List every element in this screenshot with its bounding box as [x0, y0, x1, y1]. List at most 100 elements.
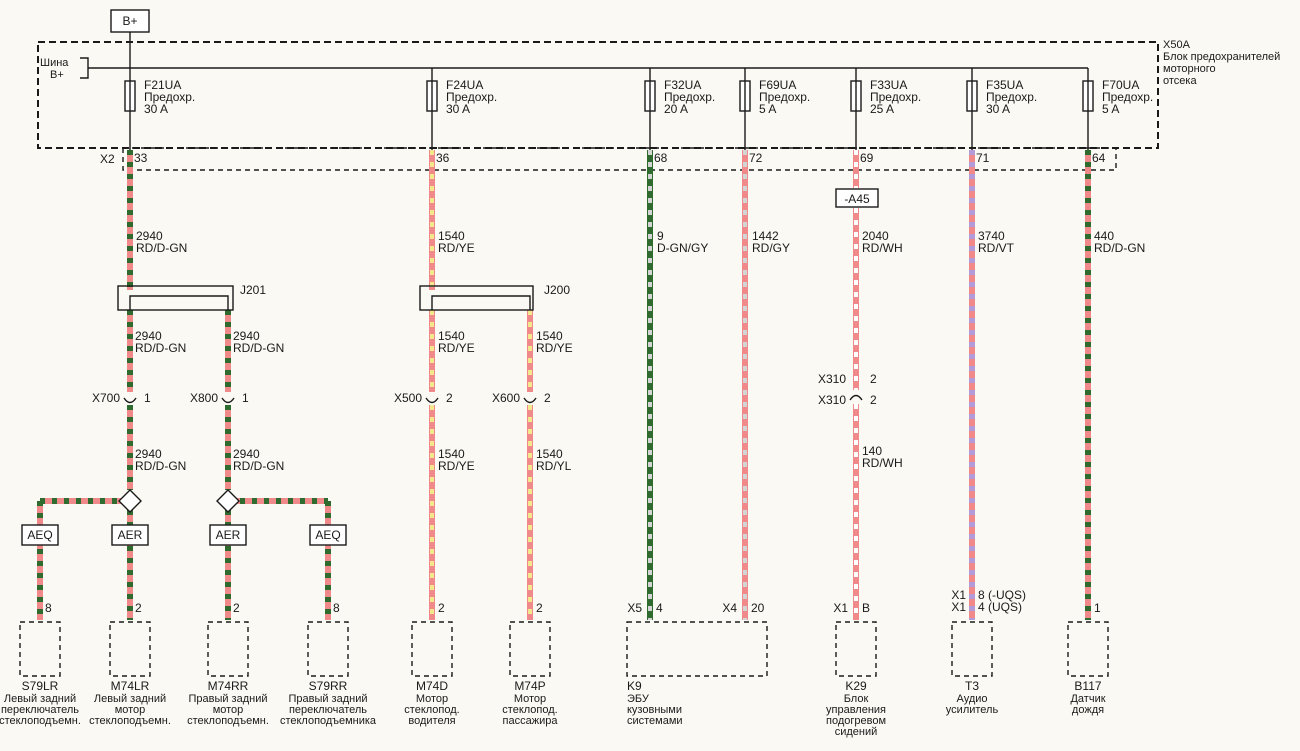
wire-circuit-2-label-color: D-GN/GY [657, 241, 708, 255]
wire-140-label-number: 140 [862, 444, 882, 458]
split-node-left [118, 489, 142, 513]
wire-3740-label-color: RD/VT [978, 241, 1015, 255]
fuse-0-id: F21UA [144, 78, 181, 92]
wires-layer [37, 150, 1091, 620]
bus-label-line-2: B+ [50, 69, 64, 81]
option-1-box [111, 524, 149, 546]
end-1-pin: 2 [135, 601, 142, 615]
fuse-2-type: Предохр. [664, 90, 715, 104]
component-t3-box [951, 621, 993, 677]
connector-x310-id-top: X310 [818, 372, 846, 386]
front-branch-1-upper-label-number: 1540 [536, 329, 563, 343]
front-branch-0-lower-label-color: RD/YE [438, 459, 475, 473]
split-node-right [216, 489, 240, 513]
branch-1-upper-label-number: 2940 [233, 329, 260, 343]
splice-j200 [419, 285, 534, 311]
component-k29-desc-line-4: сидений [835, 726, 878, 738]
component-2-desc-line-3: стеклоподъемн. [187, 715, 269, 727]
component-0-desc-line-3: стеклоподъемн. [0, 715, 81, 727]
k9-pin-3: 20 [751, 601, 765, 615]
component-t3-id: T3 [965, 679, 979, 693]
option-0-box [21, 524, 59, 546]
fuse-2-pin: 68 [654, 151, 668, 165]
component-2-id: M74RR [208, 679, 249, 693]
front-branch-1-lower-label-number: 1540 [536, 447, 563, 461]
wire-2040-label-color: RD/WH [862, 241, 903, 255]
component-2-box [207, 621, 249, 677]
component-b117-desc-line-2: дождя [1072, 704, 1104, 716]
option-1-label: AER [118, 528, 143, 542]
component-0-box [19, 621, 61, 677]
component-1-desc-line-2: мотор [115, 704, 146, 716]
connector-x310-id: X310 [818, 393, 846, 407]
splice-j200-label: J200 [544, 283, 570, 297]
connector-x500-symbol [425, 397, 439, 404]
fuse-block-id: X50A [1163, 39, 1191, 51]
option-0-label: AEQ [27, 528, 52, 542]
fuse-5-amps: 30 A [986, 102, 1010, 116]
component-b117-desc-line-1: Датчик [1070, 693, 1105, 705]
fuse-1-id: F24UA [446, 78, 483, 92]
component-1-desc-line-1: Левый задний [94, 693, 166, 705]
fuse-6-id: F70UA [1102, 78, 1139, 92]
fuse-3-id: F69UA [759, 78, 796, 92]
fuse-6-type: Предохр. [1102, 90, 1153, 104]
fuse-block-name-line-1: Блок предохранителей [1163, 51, 1280, 63]
power-source-label: B+ [122, 14, 137, 28]
component-k9-desc-line-3: системами [627, 715, 683, 727]
fuse-1-pin: 36 [436, 151, 450, 165]
connector-x310-symbol [849, 394, 863, 401]
fuse-4-id: F33UA [870, 78, 907, 92]
k29-pin: B [862, 601, 870, 615]
wire-2040-label-number: 2040 [862, 229, 889, 243]
wire-440-label-number: 440 [1094, 229, 1114, 243]
branch-1-lower-label-number: 2940 [233, 447, 260, 461]
fuse-2-amps: 20 A [664, 102, 688, 116]
front-component-1-box [509, 621, 551, 677]
fuse-5-id: F35UA [986, 78, 1023, 92]
option-3-label: AEQ [315, 528, 340, 542]
component-3-desc-line-1: Правый задний [288, 693, 367, 705]
fuse-block-name-line-3: отсека [1163, 75, 1197, 87]
connector-x800-id: X800 [190, 391, 218, 405]
bus-label-line-1: Шина [40, 57, 69, 69]
t3-connector-2: X1 [951, 600, 966, 614]
component-b117-box [1067, 621, 1109, 677]
wire-1540-main-label-number: 1540 [438, 229, 465, 243]
splice-j201-bar [129, 295, 229, 310]
front-component-0-desc-line-3: водителя [408, 715, 455, 727]
fuse-1-type: Предохр. [446, 90, 497, 104]
component-k9-box [626, 621, 768, 677]
fuse-4-pin: 69 [860, 151, 874, 165]
connector-x700-symbol [123, 397, 137, 404]
fuse-5-type: Предохр. [986, 90, 1037, 104]
front-component-0-box [411, 621, 453, 677]
component-0-id: S79LR [22, 679, 59, 693]
component-1-id: M74LR [111, 679, 150, 693]
front-component-1-id: M74P [514, 679, 545, 693]
end-3-pin: 8 [333, 601, 340, 615]
component-2-desc-line-2: мотор [213, 704, 244, 716]
k9-connector-3: X4 [722, 601, 737, 615]
wire-140-label-color: RD/WH [862, 456, 903, 470]
connector-x500-id: X500 [394, 391, 422, 405]
wire-circuit-3-label-color: RD/GY [752, 241, 790, 255]
connector-x600-id: X600 [492, 391, 520, 405]
end-2-pin: 2 [233, 601, 240, 615]
wire-circuit-2-label-number: 9 [657, 229, 664, 243]
wire-440-label-color: RD/D-GN [1094, 241, 1145, 255]
fuse-4-amps: 25 A [870, 102, 894, 116]
splice-j200-bar [431, 295, 531, 310]
component-3-desc-line-2: переключатель [289, 704, 367, 716]
k9-connector-2: X5 [627, 601, 642, 615]
branch-1-lower-label-color: RD/D-GN [233, 459, 284, 473]
front-component-1-desc-line-1: Мотор [514, 693, 546, 705]
front-component-0-desc-line-1: Мотор [416, 693, 448, 705]
t3-pin-2: 4 (UQS) [978, 600, 1022, 614]
option-a45-label: -A45 [844, 192, 870, 206]
fuse-0-pin: 33 [134, 151, 148, 165]
branch-0-upper-label-color: RD/D-GN [135, 341, 186, 355]
front-branch-1-lower-label-color: RD/YL [536, 459, 572, 473]
splice-j201-label: J201 [240, 283, 266, 297]
